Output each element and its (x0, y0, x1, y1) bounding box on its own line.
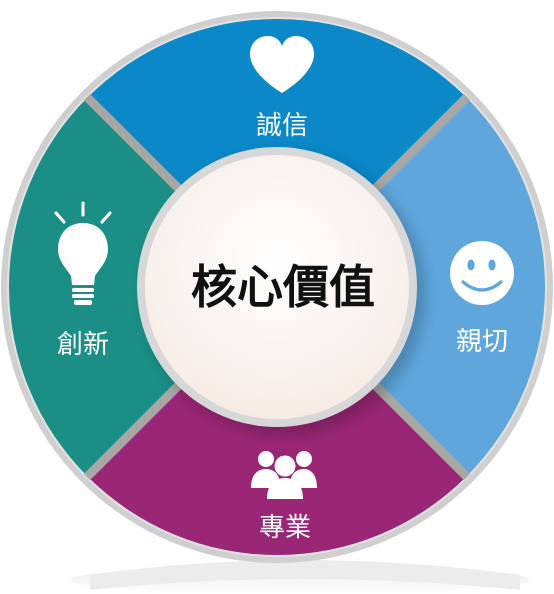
heart-icon (250, 36, 314, 93)
center-circle (145, 155, 409, 419)
people-icon (251, 451, 317, 499)
floor-shadow-band (90, 560, 520, 590)
segment-left-label: 創新 (57, 330, 109, 360)
center-label: 核心價值 (191, 260, 375, 314)
segment-right-label: 親切 (456, 327, 508, 357)
segment-top-label: 誠信 (256, 111, 308, 141)
smile-icon (450, 241, 514, 305)
segment-bottom-label: 專業 (259, 513, 311, 543)
lightbulb-icon (54, 201, 112, 305)
